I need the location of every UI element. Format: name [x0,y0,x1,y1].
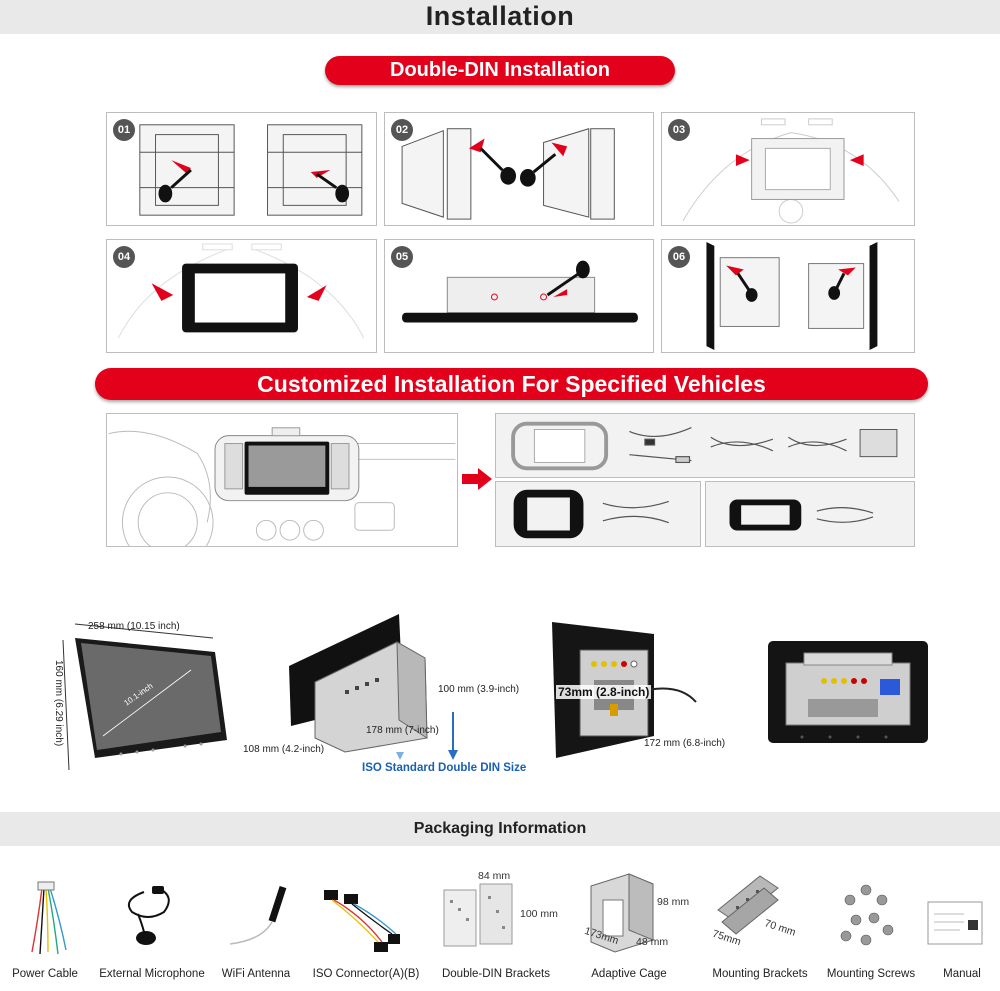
step-04-panel: 04 [106,239,377,353]
custom-kit-top-panel [495,413,915,478]
custom-frame-a-illustration [513,489,669,539]
brackets-height-dimension: 100 mm [520,908,558,920]
mounting-screws-item [836,860,898,960]
mounting-brackets-label: Mounting Brackets [712,968,808,980]
power-cable-label: Power Cable [12,968,78,980]
double-din-heading: Double-DIN Installation [325,56,675,85]
vehicle-dashboard-panel [106,413,458,547]
microphone-icon [128,886,170,945]
external-microphone-label: External Microphone [99,968,205,980]
iso-connector-illustration [324,890,400,952]
packaging-title: Packaging Information [413,820,587,837]
power-cable-item [22,860,72,960]
power-cable-illustration [31,881,67,955]
cage-height-dimension: 100 mm (3.9-inch) [438,684,520,695]
cage-dim-height: 98 mm [657,896,690,908]
step-number: 01 [113,119,135,141]
brackets-width-dimension: 84 mm [478,870,511,882]
cage-depth-dimension: 178 mm (7-inch) [366,725,439,736]
step-02-illustration [401,128,615,220]
step-03-panel: 03 [661,112,915,226]
arrow-down-icon [448,712,458,760]
cage-dim-width: 48 mm [636,936,669,948]
header-band: Installation [0,0,1000,34]
back-depth-dimension: 172 mm (6.8-inch) [644,738,726,749]
custom-kit-parts-illustration [511,421,898,471]
manual-item [924,860,986,960]
rear-panel-illustration [768,641,928,743]
step-01-panel: 01 [106,112,377,226]
step-01-illustration [139,124,363,216]
iso-connector-item [318,860,404,960]
step-06-panel: 06 [661,239,915,353]
step-04-illustration [117,243,365,339]
step-number: 05 [391,246,413,268]
manual-label: Manual [943,968,981,980]
custom-frame-panel-a [495,481,701,547]
height-dimension: 160 mm (6.29 inch) [53,660,64,747]
dashboard-illustration [108,427,456,546]
front-screen-dimensions [62,623,227,771]
custom-frame-b-illustration [729,499,874,531]
screws-icon [840,884,894,946]
custom-install-heading: Customized Installation For Specified Ve… [95,368,928,400]
packaging-band: Packaging Information [0,812,1000,846]
step-03-illustration [682,118,900,224]
double-din-brackets-illustration [443,883,513,947]
wifi-antenna-label: WiFi Antenna [221,968,291,980]
page-title: Installation [425,1,575,31]
step-05-panel: 05 [384,239,654,353]
cage-width-dimension: 108 mm (4.2-inch) [243,744,325,755]
adaptive-cage-item [585,860,659,960]
wifi-antenna-item [222,860,292,960]
custom-frame-panel-b [705,481,915,547]
iso-connector-label: ISO Connector(A)(B) [312,968,420,980]
mounting-brackets-item [712,860,784,960]
step-number: 02 [391,119,413,141]
width-dimension: 258 mm (10.15 inch) [88,621,180,632]
step-number: 06 [668,246,690,268]
double-din-brackets-label: Double-DIN Brackets [441,968,550,980]
side-cage-illustration [289,614,428,753]
step-02-panel: 02 [384,112,654,226]
step-number: 03 [668,119,690,141]
wifi-antenna-illustration [229,885,287,945]
back-height-dimension: 73mm (2.8-inch) [556,685,652,699]
double-din-brackets-item [440,860,520,960]
mounting-brackets-illustration [717,875,779,935]
mounting-screws-label: Mounting Screws [826,968,916,980]
step-05-illustration [402,260,638,323]
arrow-right-icon [462,468,492,490]
step-06-illustration [706,241,878,351]
arrow-down-icon [396,752,404,760]
manual-icon [927,901,983,945]
adaptive-cage-illustration [590,873,654,953]
external-microphone-item [118,860,180,960]
adaptive-cage-label: Adaptive Cage [591,968,667,980]
iso-standard-label: ISO Standard Double DIN Size [362,762,527,774]
step-number: 04 [113,246,135,268]
